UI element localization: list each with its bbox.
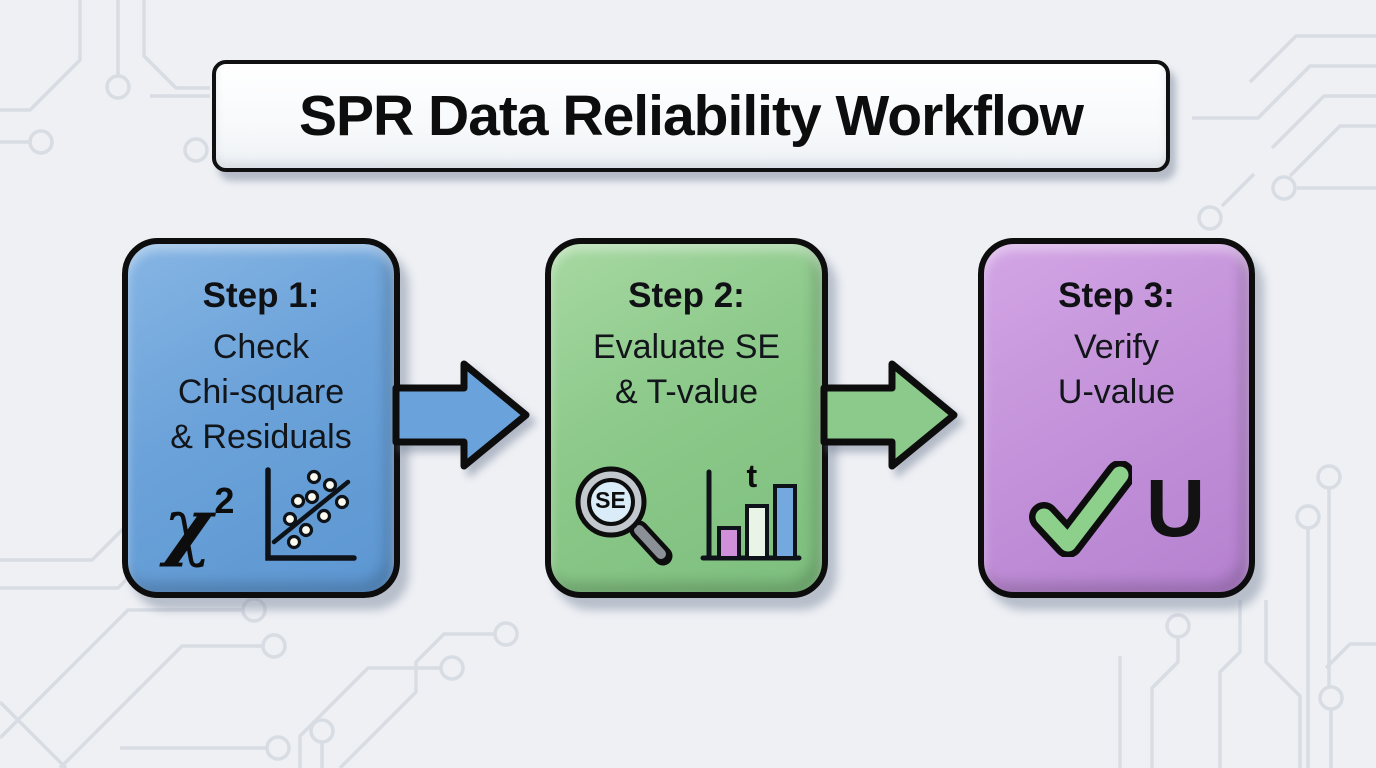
- step-1-line: & Residuals: [170, 417, 352, 456]
- t-label: t: [746, 458, 758, 494]
- step-3-heading: Step 3:: [1058, 276, 1175, 315]
- step-3-line: U-value: [1057, 372, 1176, 411]
- step-1-line: Chi-square: [177, 372, 345, 411]
- arrow-step2-to-step3: [820, 360, 958, 470]
- step-3-box: Step 3: Verify U-value U: [978, 238, 1255, 598]
- se-label: SE: [595, 487, 626, 513]
- step-1-heading: Step 1:: [202, 276, 320, 315]
- step-1-box: Step 1: Check Chi-square & Residuals χ2: [122, 238, 400, 598]
- u-value-symbol: U: [1145, 462, 1206, 554]
- step-2-line: & T-value: [614, 372, 758, 411]
- step-2-icons: SE t: [551, 458, 822, 566]
- t-bar-chart-icon: t: [695, 458, 805, 566]
- step-2-line: Evaluate SE: [592, 328, 781, 366]
- chi-square-symbol: χ2: [163, 480, 235, 570]
- step-1-line: Check: [212, 328, 310, 366]
- step-3-line: Verify: [1073, 328, 1160, 366]
- residual-scatter-icon: [265, 467, 358, 561]
- step-1-icons: χ2: [128, 464, 394, 566]
- step-2-heading: Step 2:: [628, 276, 745, 315]
- step-3-icons: U: [984, 460, 1249, 566]
- step-2-box: Step 2: Evaluate SE & T-value SE: [545, 238, 828, 598]
- se-magnifier-icon: SE: [569, 460, 675, 566]
- arrow-step1-to-step2: [392, 360, 530, 470]
- title-banner: SPR Data Reliability Workflow: [212, 60, 1170, 172]
- page-title: SPR Data Reliability Workflow: [299, 84, 1084, 148]
- check-icon: [1028, 460, 1135, 566]
